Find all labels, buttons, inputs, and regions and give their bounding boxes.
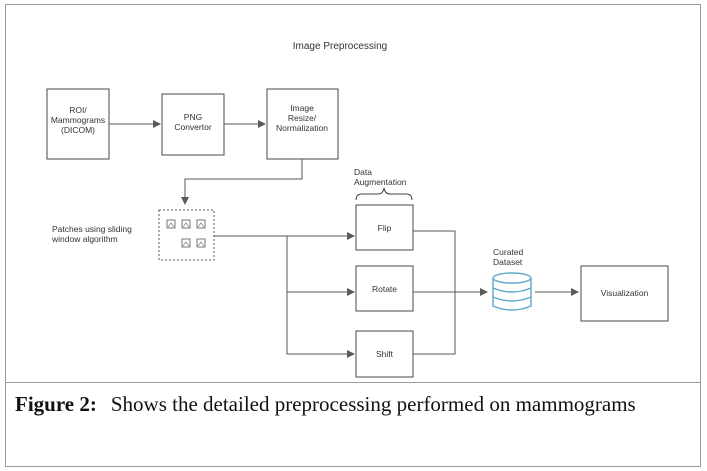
flip-label: Flip	[378, 223, 392, 233]
roi-label-line2: Mammograms	[51, 115, 105, 125]
preprocessing-diagram: Image Preprocessing ROI/ Mammograms (DIC…	[46, 41, 669, 378]
diagram-title: Image Preprocessing	[293, 41, 388, 52]
arrow-resize-to-patches	[181, 159, 303, 205]
augmentation-label-line1: Data	[354, 167, 372, 177]
figure-caption: Figure 2: Shows the detailed preprocessin…	[15, 390, 691, 418]
arrow-patches-to-rotate	[286, 236, 355, 296]
brace-icon	[355, 187, 413, 201]
shift-label: Shift	[376, 349, 394, 359]
caption-label: Figure 2:	[15, 392, 97, 416]
image-icon	[196, 219, 206, 229]
resize-label-line1: Image	[290, 103, 314, 113]
image-icon	[196, 238, 206, 248]
roi-label-line1: ROI/	[69, 105, 87, 115]
database-icon	[492, 272, 532, 311]
caption-divider	[5, 382, 701, 383]
patches-label-line1: Patches using sliding	[52, 224, 132, 234]
image-icon	[181, 238, 191, 248]
curated-label-line1: Curated	[493, 247, 524, 257]
png-label-line2: Convertor	[174, 122, 211, 132]
image-resize-box	[266, 88, 339, 160]
resize-label-line2: Resize/	[288, 113, 317, 123]
png-label-line1: PNG	[184, 112, 202, 122]
png-convertor-box	[161, 93, 225, 156]
visualization-box	[580, 265, 669, 322]
arrow-patches-to-shift	[286, 292, 355, 358]
image-icon	[166, 219, 176, 229]
diagram-area: Image Preprocessing ROI/ Mammograms (DIC…	[15, 12, 691, 382]
caption-text: Shows the detailed preprocessing perform…	[110, 392, 636, 416]
roi-mammograms-box	[46, 88, 110, 160]
patches-label-line2: window algorithm	[51, 234, 118, 244]
patches-box	[158, 209, 215, 261]
flip-box	[355, 204, 414, 251]
image-icon	[181, 219, 191, 229]
visualization-label: Visualization	[601, 288, 649, 298]
resize-label-line3: Normalization	[276, 123, 328, 133]
curated-label-line2: Dataset	[493, 257, 523, 267]
augmentation-label-line2: Augmentation	[354, 177, 407, 187]
roi-label-line3: (DICOM)	[61, 125, 95, 135]
shift-box	[355, 330, 414, 378]
rotate-box	[355, 265, 414, 312]
rotate-label: Rotate	[372, 284, 397, 294]
